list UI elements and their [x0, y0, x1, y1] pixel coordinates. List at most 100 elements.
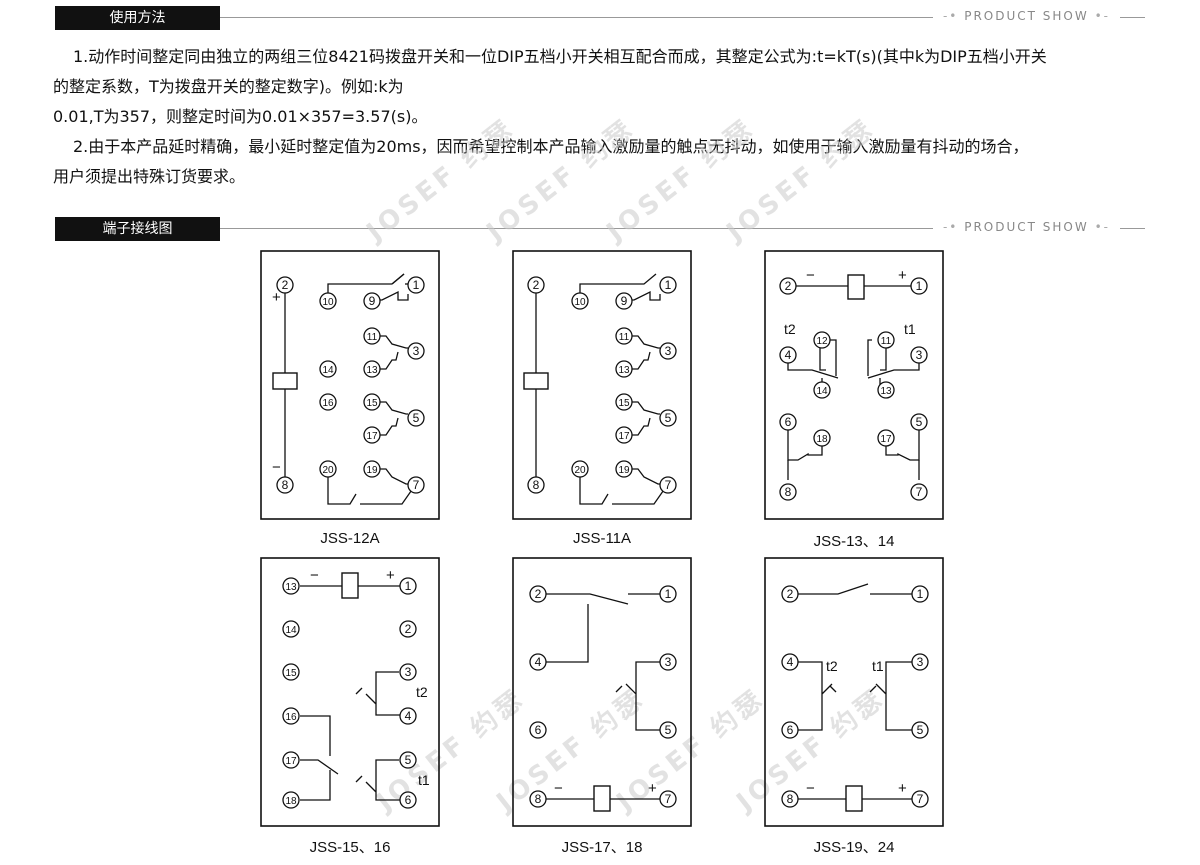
diagram-jss-19-24 — [764, 557, 944, 827]
svg-text:13: 13 — [285, 582, 297, 593]
terminal-3: 3 — [911, 653, 929, 671]
polarity-sign: + — [898, 267, 907, 284]
usage-text: 1.动作时间整定同由独立的两组三位8421码拨盘开关和一位DIP五档小开关相互配… — [53, 42, 1153, 192]
svg-text:10: 10 — [574, 297, 586, 308]
svg-text:9: 9 — [369, 294, 376, 308]
paragraph-2a: 2.由于本产品延时精确，最小延时整定值为20ms，因而希望控制本产品输入激励量的… — [73, 137, 1029, 156]
terminal-17: 17 — [615, 426, 633, 444]
terminal-5: 5 — [911, 721, 929, 739]
paragraph-1a: 1.动作时间整定同由独立的两组三位8421码拨盘开关和一位DIP五档小开关相互配… — [73, 47, 1047, 66]
svg-text:6: 6 — [785, 415, 792, 429]
terminal-1: 1 — [659, 585, 677, 603]
svg-text:6: 6 — [535, 723, 542, 737]
svg-text:18: 18 — [285, 796, 297, 807]
svg-text:12: 12 — [816, 336, 828, 347]
terminal-13: 13 — [282, 577, 300, 595]
terminal-5: 5 — [659, 409, 677, 427]
svg-text:5: 5 — [665, 411, 672, 425]
svg-text:4: 4 — [405, 709, 412, 723]
polarity-sign: + — [386, 567, 395, 584]
svg-text:7: 7 — [665, 478, 672, 492]
terminal-15: 15 — [363, 393, 381, 411]
terminal-8: 8 — [529, 790, 547, 808]
terminal-13: 13 — [877, 381, 895, 399]
terminal-1: 1 — [407, 276, 425, 294]
svg-text:1: 1 — [916, 279, 923, 293]
polarity-sign: − — [310, 567, 319, 584]
diagram-jss-11a — [512, 250, 692, 520]
svg-text:15: 15 — [618, 398, 630, 409]
terminal-8: 8 — [276, 476, 294, 494]
diagram-label-jss-13-14: JSS-13、14 — [813, 533, 895, 550]
diagram-jss-13-14 — [764, 250, 944, 520]
svg-text:13: 13 — [618, 365, 630, 376]
terminal-16: 16 — [282, 707, 300, 725]
svg-text:7: 7 — [413, 478, 420, 492]
svg-text:2: 2 — [785, 279, 792, 293]
paragraph-1b: 的整定系数，T为拨盘开关的整定数字)。例如:k为 — [53, 77, 404, 96]
terminal-18: 18 — [282, 791, 300, 809]
terminal-11: 11 — [615, 327, 633, 345]
svg-text:7: 7 — [916, 485, 923, 499]
terminal-2: 2 — [781, 585, 799, 603]
svg-text:1: 1 — [665, 587, 672, 601]
svg-text:7: 7 — [665, 792, 672, 806]
terminal-15: 15 — [282, 663, 300, 681]
svg-text:17: 17 — [618, 431, 630, 442]
svg-text:20: 20 — [322, 465, 334, 476]
terminal-14: 14 — [282, 620, 300, 638]
svg-text:1: 1 — [665, 278, 672, 292]
svg-text:20: 20 — [574, 465, 586, 476]
svg-text:18: 18 — [816, 434, 828, 445]
svg-text:11: 11 — [881, 336, 892, 347]
timer-label: t2 — [784, 321, 796, 337]
terminal-1: 1 — [911, 585, 929, 603]
svg-text:17: 17 — [366, 431, 378, 442]
svg-text:2: 2 — [405, 622, 412, 636]
svg-text:19: 19 — [366, 465, 378, 476]
terminal-7: 7 — [407, 476, 425, 494]
svg-text:16: 16 — [322, 398, 334, 409]
terminal-7: 7 — [659, 476, 677, 494]
diagram-label-jss-11a: JSS-11A — [572, 530, 632, 547]
svg-text:15: 15 — [366, 398, 378, 409]
terminal-16: 16 — [319, 393, 337, 411]
terminal-4: 4 — [399, 707, 417, 725]
polarity-sign: + — [648, 780, 657, 797]
paragraph-2b: 用户须提出特殊订货要求。 — [53, 167, 246, 186]
wiring-section-rule — [220, 228, 1145, 229]
diagram-label-jss-19-24: JSS-19、24 — [813, 839, 895, 856]
svg-text:19: 19 — [618, 465, 630, 476]
wiring-product-show-tag: -• PRODUCT SHOW •- — [932, 220, 1120, 234]
terminal-4: 4 — [781, 653, 799, 671]
wiring-section-title: 端子接线图 — [55, 217, 220, 241]
svg-text:5: 5 — [916, 415, 923, 429]
svg-text:5: 5 — [665, 723, 672, 737]
svg-text:15: 15 — [285, 668, 297, 679]
terminal-8: 8 — [781, 790, 799, 808]
terminal-10: 10 — [571, 292, 589, 310]
svg-text:3: 3 — [405, 665, 412, 679]
terminal-15: 15 — [615, 393, 633, 411]
svg-text:1: 1 — [917, 587, 924, 601]
terminal-6: 6 — [781, 721, 799, 739]
terminal-2: 2 — [529, 585, 547, 603]
svg-text:14: 14 — [285, 625, 297, 636]
svg-text:3: 3 — [413, 344, 420, 358]
terminal-1: 1 — [399, 577, 417, 595]
terminal-3: 3 — [399, 663, 417, 681]
terminal-2: 2 — [276, 276, 294, 294]
svg-text:5: 5 — [413, 411, 420, 425]
timer-label: t1 — [418, 772, 430, 788]
polarity-sign: + — [898, 780, 907, 797]
svg-text:7: 7 — [917, 792, 924, 806]
svg-text:8: 8 — [533, 478, 540, 492]
svg-text:13: 13 — [880, 386, 892, 397]
terminal-13: 13 — [615, 360, 633, 378]
svg-text:14: 14 — [322, 365, 334, 376]
svg-text:2: 2 — [535, 587, 542, 601]
terminal-3: 3 — [407, 342, 425, 360]
